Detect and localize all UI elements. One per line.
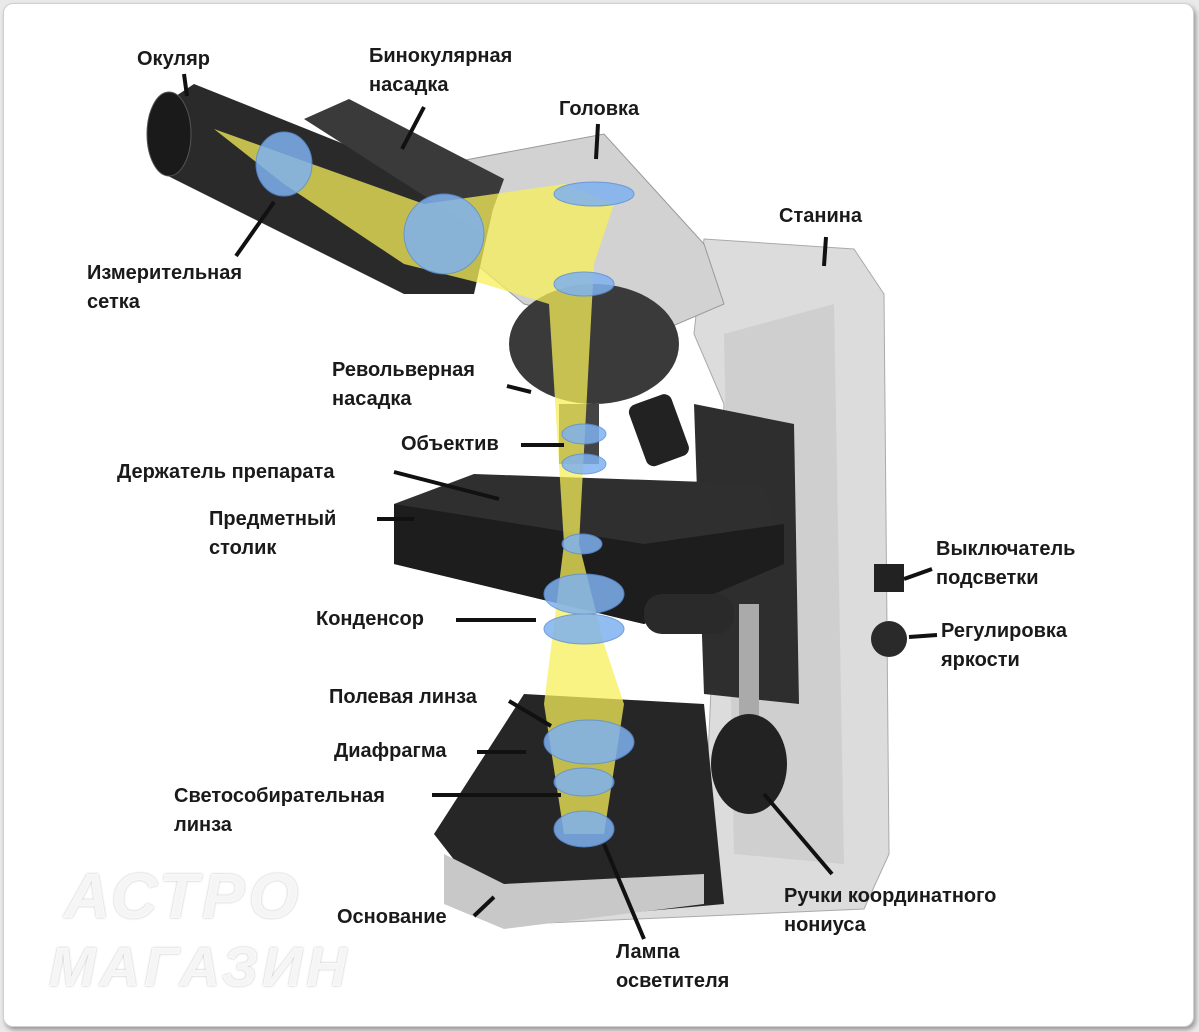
- revolver: [509, 284, 679, 404]
- label-condenser: Конденсор: [316, 608, 424, 630]
- label-holder: Держатель препарата: [117, 461, 335, 483]
- label-head: Головка: [559, 98, 640, 120]
- microscope-illustration: [146, 73, 938, 940]
- label-field-lens: Полевая линза: [329, 686, 477, 708]
- watermark: АСТРО: [64, 860, 303, 932]
- label-diaphragm: Диафрагма: [334, 740, 447, 762]
- label-objective: Объектив: [401, 433, 499, 455]
- leader-lines: [182, 73, 938, 940]
- label-base: Основание: [337, 906, 447, 928]
- label-eyepiece: Окуляр: [137, 48, 211, 70]
- label-stand: Станина: [779, 205, 862, 227]
- watermark-line2: МАГАЗИН: [49, 935, 351, 998]
